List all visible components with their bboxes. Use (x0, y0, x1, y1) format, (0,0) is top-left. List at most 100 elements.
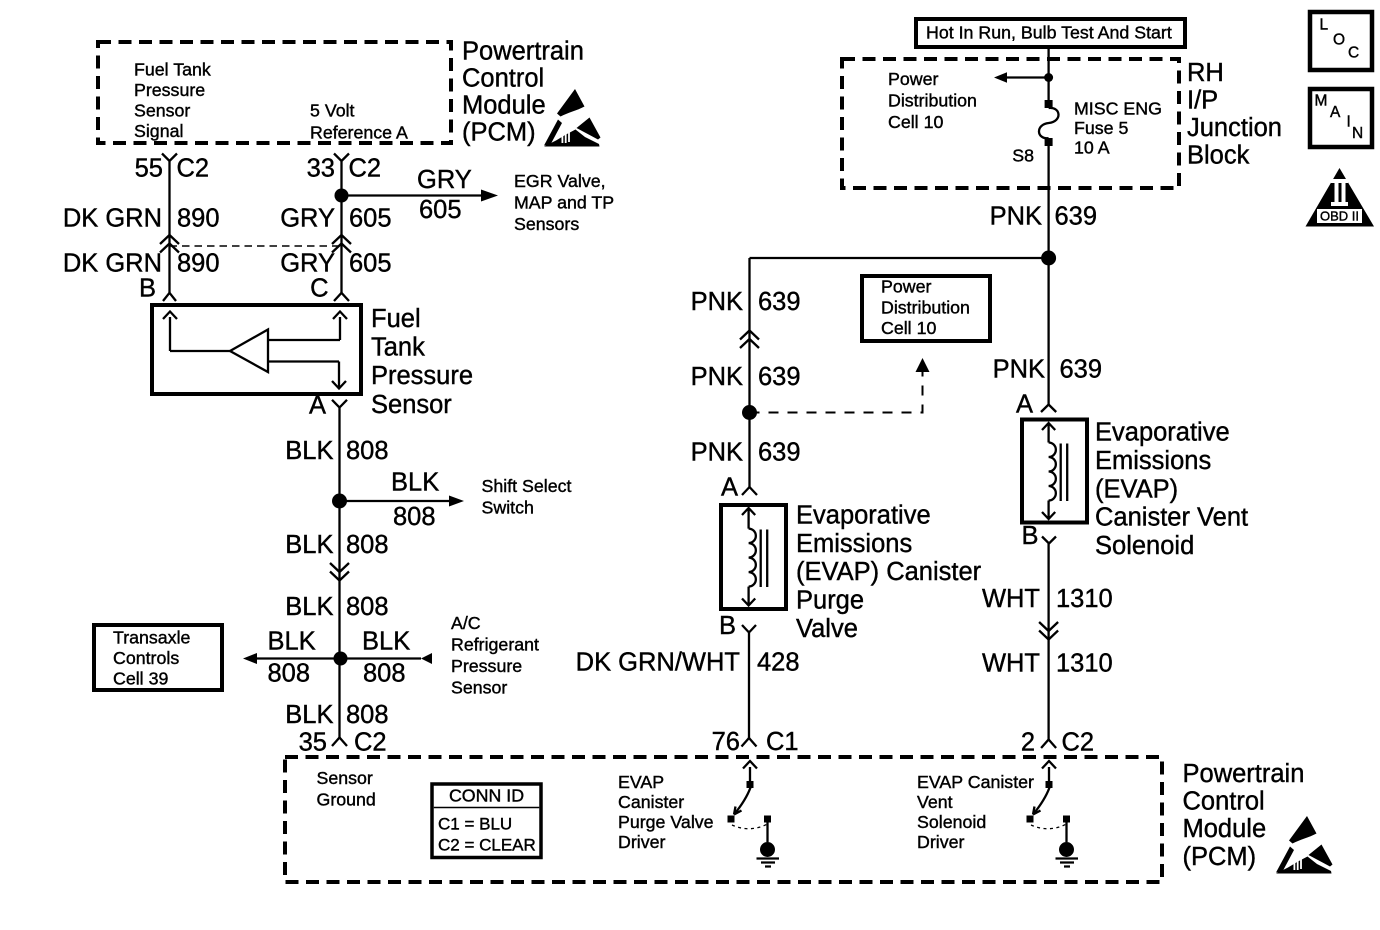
svg-text:C1 = BLU: C1 = BLU (438, 815, 512, 834)
svg-text:Power: Power (881, 277, 931, 297)
svg-text:BLK: BLK (285, 701, 333, 729)
svg-text:Emissions: Emissions (1095, 447, 1211, 475)
svg-text:Control: Control (1183, 788, 1265, 816)
svg-text:EGR Valve,: EGR Valve, (514, 171, 606, 191)
svg-text:Purge Valve: Purge Valve (618, 812, 714, 832)
svg-text:(EVAP) Canister: (EVAP) Canister (796, 558, 982, 586)
svg-text:639: 639 (758, 363, 801, 391)
svg-text:605: 605 (349, 205, 392, 233)
svg-text:Switch: Switch (482, 498, 534, 518)
svg-text:Cell 10: Cell 10 (888, 112, 943, 132)
svg-text:EVAP Canister: EVAP Canister (917, 772, 1034, 792)
svg-text:A/C: A/C (451, 613, 481, 633)
svg-text:CONN ID: CONN ID (449, 786, 524, 806)
svg-text:PNK: PNK (691, 439, 743, 467)
svg-text:C2: C2 (1062, 729, 1095, 757)
svg-text:(PCM): (PCM) (462, 119, 536, 147)
svg-text:35: 35 (299, 729, 327, 757)
svg-text:605: 605 (419, 196, 462, 224)
svg-text:Power: Power (888, 69, 938, 89)
svg-text:RH: RH (1187, 59, 1224, 87)
svg-text:Powertrain: Powertrain (1183, 760, 1305, 788)
svg-text:Tank: Tank (371, 334, 425, 362)
svg-text:C1: C1 (766, 728, 799, 756)
svg-text:Fuel Tank: Fuel Tank (134, 60, 211, 80)
svg-text:C2: C2 (349, 155, 382, 183)
svg-text:Sensor: Sensor (134, 101, 190, 121)
svg-text:Cell 39: Cell 39 (113, 669, 168, 689)
svg-text:Control: Control (462, 65, 544, 93)
svg-text:Sensors: Sensors (514, 214, 579, 234)
svg-text:Purge: Purge (796, 587, 864, 615)
svg-text:Emissions: Emissions (796, 530, 912, 558)
svg-text:Powertrain: Powertrain (462, 38, 584, 66)
svg-text:C: C (310, 275, 328, 303)
svg-text:PNK: PNK (990, 203, 1042, 231)
svg-text:Evaporative: Evaporative (1095, 419, 1230, 447)
svg-text:BLK: BLK (285, 593, 333, 621)
svg-text:PNK: PNK (993, 356, 1045, 384)
svg-text:Vent: Vent (917, 792, 953, 812)
svg-text:DK GRN: DK GRN (63, 250, 162, 278)
svg-text:639: 639 (758, 439, 801, 467)
svg-text:N: N (1352, 125, 1363, 142)
svg-text:GRY: GRY (280, 250, 335, 278)
svg-text:Controls: Controls (113, 648, 179, 668)
svg-text:(EVAP): (EVAP) (1095, 475, 1178, 503)
svg-text:Sensor: Sensor (317, 768, 373, 788)
svg-text:Reference A: Reference A (310, 123, 408, 143)
svg-text:2: 2 (1021, 729, 1035, 757)
svg-text:M: M (1315, 93, 1328, 110)
svg-text:5 Volt: 5 Volt (310, 101, 355, 121)
svg-text:76: 76 (712, 728, 740, 756)
svg-text:1310: 1310 (1056, 585, 1113, 613)
svg-text:Solenoid: Solenoid (917, 812, 986, 832)
svg-text:A: A (309, 392, 326, 420)
svg-text:BLK: BLK (362, 628, 410, 656)
svg-text:808: 808 (346, 701, 389, 729)
svg-text:808: 808 (268, 660, 311, 688)
svg-text:Pressure: Pressure (451, 656, 522, 676)
svg-text:Solenoid: Solenoid (1095, 532, 1194, 560)
svg-text:Hot In Run, Bulb Test And Star: Hot In Run, Bulb Test And Start (926, 23, 1172, 43)
svg-text:Module: Module (1183, 815, 1267, 843)
svg-text:S8: S8 (1012, 146, 1034, 166)
svg-text:55: 55 (135, 155, 163, 183)
svg-text:Cell 10: Cell 10 (881, 318, 936, 338)
svg-text:Signal: Signal (134, 121, 183, 141)
svg-text:605: 605 (349, 250, 392, 278)
svg-text:C2 = CLEAR: C2 = CLEAR (438, 836, 536, 855)
svg-text:639: 639 (758, 288, 801, 316)
svg-text:BLK: BLK (285, 437, 333, 465)
svg-text:O: O (1333, 32, 1345, 49)
svg-text:EVAP: EVAP (618, 772, 664, 792)
svg-text:808: 808 (346, 593, 389, 621)
svg-text:BLK: BLK (391, 469, 439, 497)
svg-text:808: 808 (363, 660, 406, 688)
svg-text:WHT: WHT (982, 585, 1040, 613)
svg-text:Shift Select: Shift Select (482, 476, 572, 496)
svg-text:(PCM): (PCM) (1183, 843, 1257, 871)
svg-text:Fuel: Fuel (371, 305, 421, 333)
svg-text:WHT: WHT (982, 650, 1040, 678)
svg-text:10 A: 10 A (1074, 138, 1110, 158)
svg-text:MAP and TP: MAP and TP (514, 193, 614, 213)
svg-text:Ground: Ground (317, 790, 376, 810)
svg-text:C2: C2 (177, 155, 210, 183)
svg-text:Sensor: Sensor (451, 678, 507, 698)
svg-text:MISC ENG: MISC ENG (1074, 99, 1162, 119)
svg-text:Pressure: Pressure (134, 80, 205, 100)
svg-text:Module: Module (462, 92, 546, 120)
svg-text:Block: Block (1187, 142, 1250, 170)
svg-text:Driver: Driver (917, 832, 964, 852)
svg-text:B: B (719, 612, 736, 640)
svg-text:Driver: Driver (618, 832, 665, 852)
svg-text:Refrigerant: Refrigerant (451, 635, 539, 655)
svg-text:I/P: I/P (1187, 87, 1218, 115)
svg-text:DK GRN: DK GRN (63, 205, 162, 233)
svg-text:I: I (1347, 114, 1351, 131)
svg-text:B: B (139, 275, 156, 303)
svg-text:C2: C2 (354, 729, 387, 757)
svg-text:Junction: Junction (1187, 114, 1282, 142)
svg-text:A: A (1016, 391, 1033, 419)
